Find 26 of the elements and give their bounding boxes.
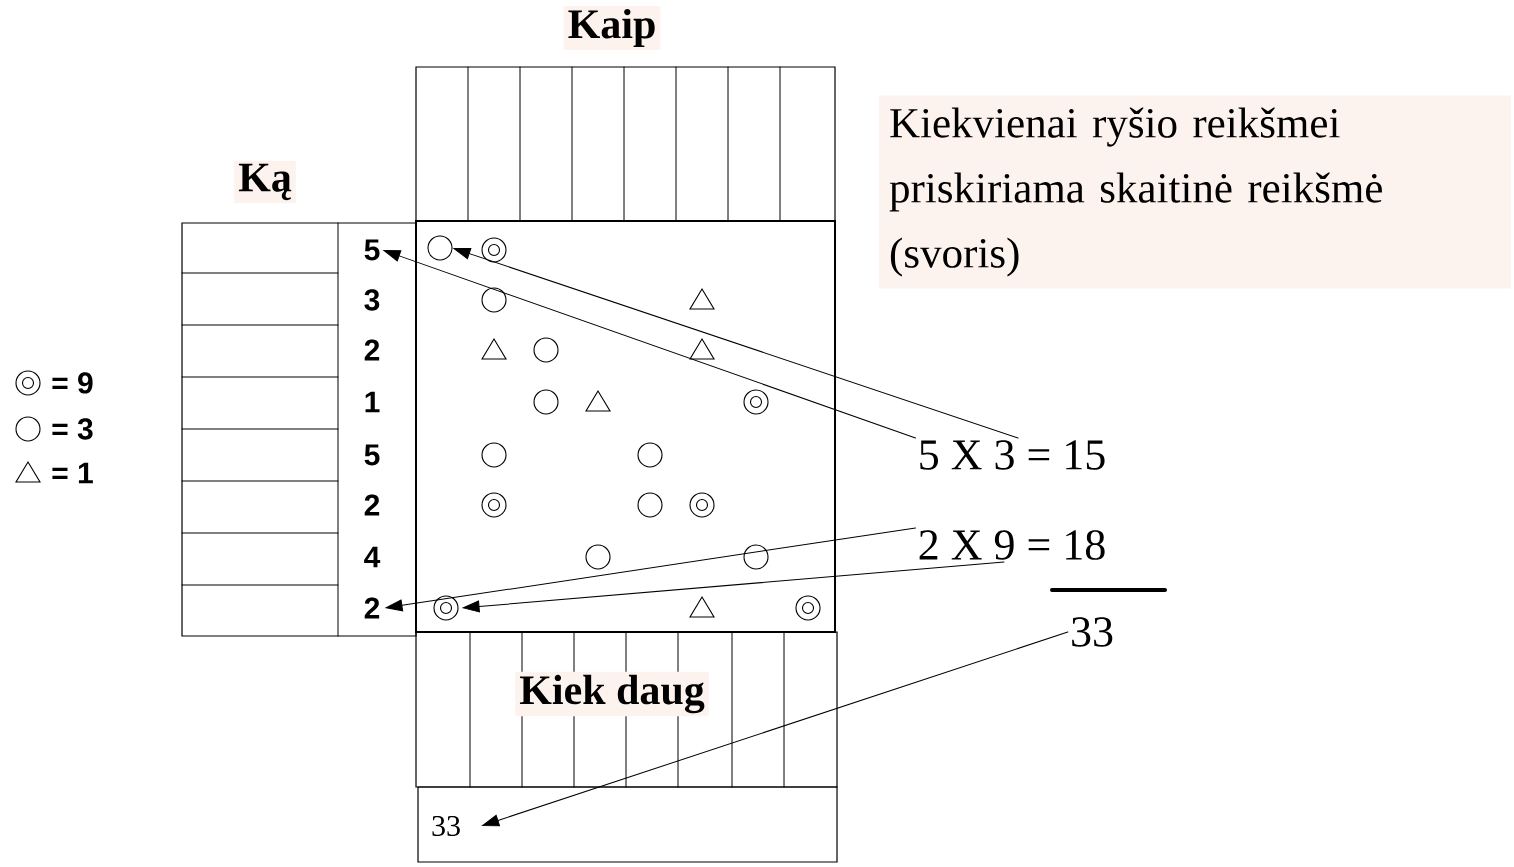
sum-text: 33: [1072, 617, 1113, 647]
arrow: [383, 250, 916, 439]
importance-number: 2: [364, 597, 380, 619]
heading-text: Kaip: [563, 5, 661, 51]
note-box: Kiekvienai ryšio reikšmei priskiriama skaitinė reikšmė (svoris): [879, 95, 1511, 289]
legend-text: = 3: [52, 418, 93, 440]
legend-text: = 1: [52, 462, 93, 484]
equation-text: 5 X 3 = 15: [920, 440, 1105, 470]
importance-number: 1: [365, 391, 380, 413]
equation-text: 2 X 9 = 18: [919, 530, 1105, 560]
importance-number: 2: [364, 494, 380, 516]
arrow: [462, 561, 1005, 613]
heading-text: Ką: [234, 160, 296, 204]
circle-symbol: [427, 235, 453, 261]
importance-number: 3: [364, 289, 380, 311]
total-value: 33: [432, 815, 460, 837]
double-circle-symbol: [433, 595, 459, 621]
importance-number: 4: [364, 546, 381, 568]
importance-number: 5: [364, 444, 380, 466]
arrow: [385, 527, 916, 612]
importance-number: 5: [364, 239, 380, 261]
arrow: [482, 631, 1069, 827]
legend-text: = 9: [52, 372, 93, 394]
importance-number: 2: [364, 339, 380, 361]
heading-text: Kiek daug: [515, 671, 709, 717]
arrow: [453, 247, 1019, 439]
